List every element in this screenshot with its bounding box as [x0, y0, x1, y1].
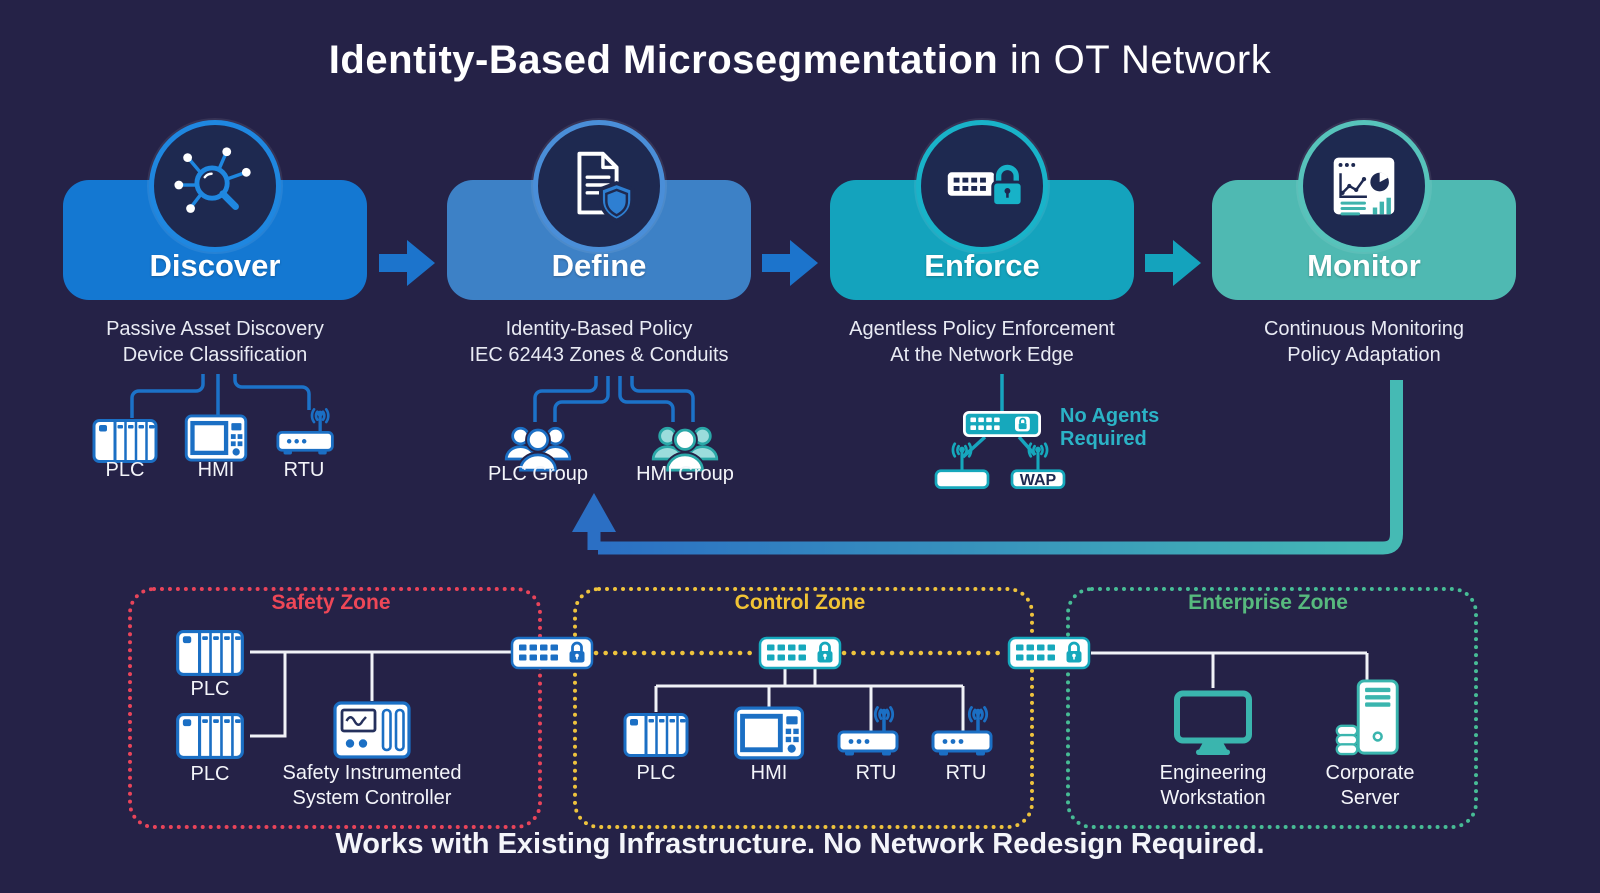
device-label: PLC [105, 459, 145, 481]
arrow-discover-define-icon [379, 240, 435, 286]
rtu-icon [931, 702, 997, 758]
plc-icon [617, 712, 695, 758]
device-label: PLC [190, 678, 230, 700]
wap-icon [934, 438, 990, 490]
arrow-define-enforce-icon [762, 240, 818, 286]
wap-label: WAP [1019, 472, 1057, 489]
safety-zone-title: Safety Zone [271, 591, 391, 614]
plc-icon [170, 712, 250, 760]
hmi-icon [184, 414, 248, 462]
edge-switch-lock-icon [962, 411, 1042, 437]
server-icon [1334, 679, 1400, 757]
policy-document-shield-icon [533, 120, 665, 252]
segmentation-switch-icon [510, 636, 594, 670]
segmentation-switch-icon [758, 636, 842, 670]
device-label: RTU [855, 762, 897, 784]
arrow-enforce-monitor-icon [1145, 240, 1201, 286]
device-label: HMI [750, 762, 788, 784]
device-label: RTU [283, 459, 325, 481]
enterprise-zone-boundary [1066, 587, 1478, 829]
group-label: PLC Group [487, 463, 589, 485]
asset-discovery-icon [149, 120, 281, 252]
switch-lock-icon [916, 120, 1048, 252]
segmentation-switch-icon [1007, 636, 1091, 670]
monitoring-dashboard-icon [1298, 120, 1430, 252]
device-label: PLC [636, 762, 676, 784]
rtu-icon [276, 404, 338, 457]
group-label: HMI Group [636, 463, 734, 485]
control-zone-boundary [573, 587, 1034, 829]
stage-enforce-label: Enforce [924, 248, 1040, 283]
stage-discover-label: Discover [149, 248, 281, 283]
sis-controller-icon [333, 701, 411, 759]
page-title-emphasis: Identity-Based Microsegmentation [328, 38, 999, 82]
device-label: RTU [945, 762, 987, 784]
page-title: Identity-Based Microsegmentation in OT N… [0, 38, 1600, 83]
rtu-icon [837, 702, 903, 758]
control-zone-title: Control Zone [734, 591, 866, 614]
device-label: PLC [190, 763, 230, 785]
footer-tagline: Works with Existing Infrastructure. No N… [335, 828, 1265, 860]
workstation-icon [1173, 688, 1253, 757]
stage-define-label: Define [551, 248, 647, 283]
safety-zone-boundary [128, 587, 542, 829]
page-title-rest: in OT Network [998, 38, 1272, 82]
plc-icon [170, 629, 250, 677]
hmi-icon [733, 706, 805, 760]
device-label: HMI [197, 459, 235, 481]
enterprise-zone-title: Enterprise Zone [1188, 591, 1348, 614]
stage-monitor-label: Monitor [1307, 248, 1421, 283]
